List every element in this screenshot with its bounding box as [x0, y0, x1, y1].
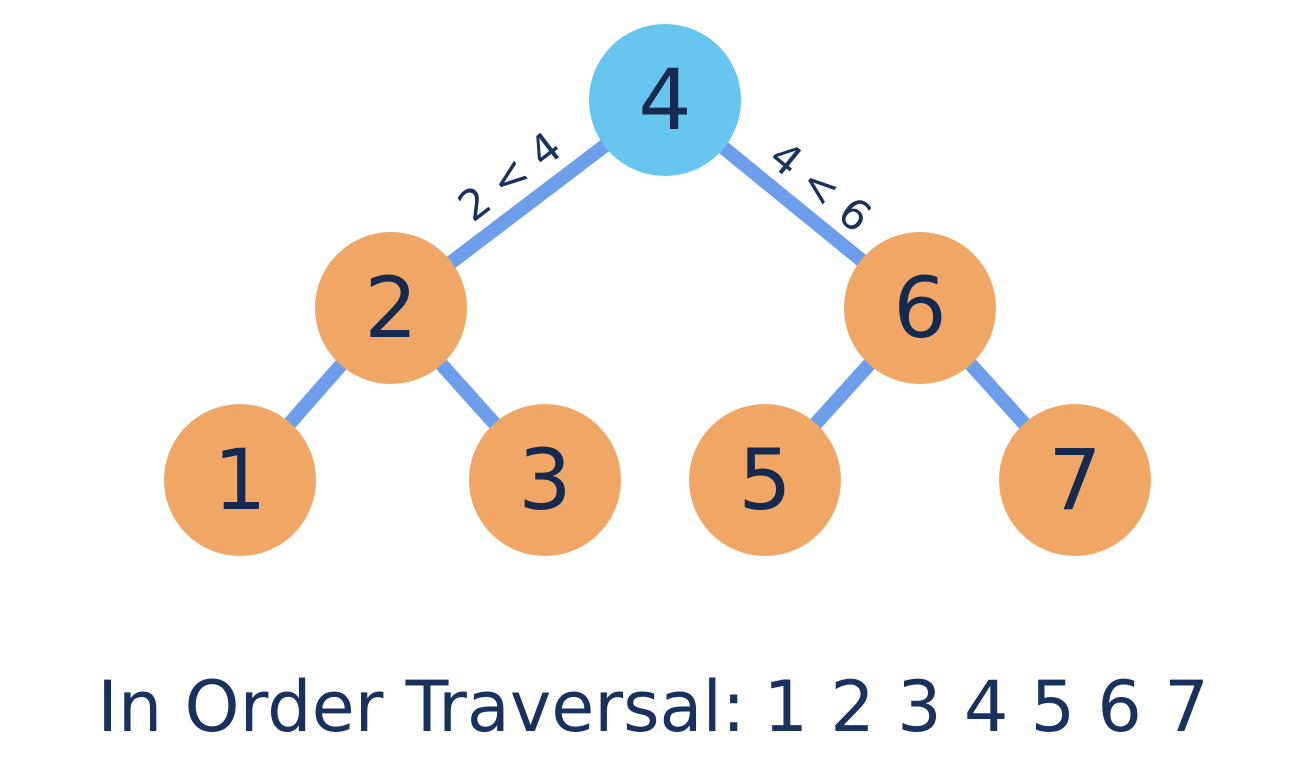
in-order-traversal-caption: In Order Traversal:1 2 3 4 5 6 7 [0, 672, 1306, 742]
tree-node-3: 3 [469, 404, 621, 556]
tree-node-5: 5 [689, 404, 841, 556]
tree-node-2: 2 [315, 232, 467, 384]
caption-sequence: 1 2 3 4 5 6 7 [763, 666, 1209, 748]
tree-node-1: 1 [164, 404, 316, 556]
tree-node-6: 6 [844, 232, 996, 384]
tree-node-4-root: 4 [589, 24, 741, 176]
caption-label: In Order Traversal: [97, 666, 746, 748]
tree-node-7: 7 [999, 404, 1151, 556]
